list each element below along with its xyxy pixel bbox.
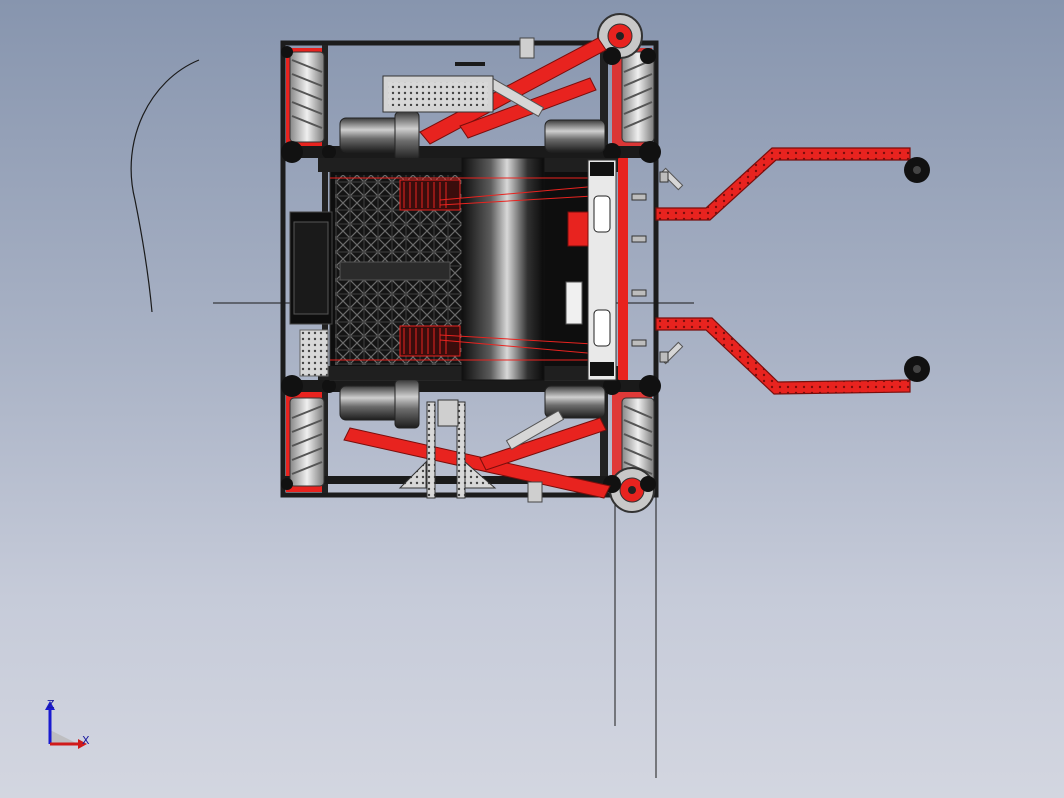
intake-arm-lower: [655, 317, 930, 395]
bearing-blocks: [281, 46, 661, 493]
lift-carriage: [565, 159, 617, 381]
control-board: [382, 62, 494, 113]
drive-motor-front-left: [339, 111, 420, 161]
linkage-top: [419, 37, 607, 145]
axis-triad: [38, 696, 98, 756]
mecanum-wheel-front-right: [621, 51, 655, 143]
drive-motor-rear-left: [339, 379, 420, 429]
winch-drum: [461, 157, 545, 381]
intake-arm-upper: [655, 147, 930, 221]
winch-spool-top: [399, 179, 461, 211]
drive-motor-front-right: [544, 119, 606, 153]
battery-pack: [289, 211, 333, 377]
z-axis-label: Z: [47, 698, 55, 711]
gusset-plates: [398, 399, 497, 499]
mecanum-wheel-rear-right: [621, 397, 655, 487]
mecanum-wheel-rear-left: [289, 397, 325, 487]
lift-cables: [330, 177, 615, 361]
drive-motor-rear-right: [544, 385, 606, 419]
mecanum-wheel-front-left: [289, 51, 325, 143]
x-axis-label: X: [82, 734, 90, 747]
rail-bolts: [631, 171, 669, 363]
linkage-bottom: [343, 409, 611, 503]
sketch-curve: [130, 59, 200, 313]
pulley-top-right: [597, 13, 643, 59]
